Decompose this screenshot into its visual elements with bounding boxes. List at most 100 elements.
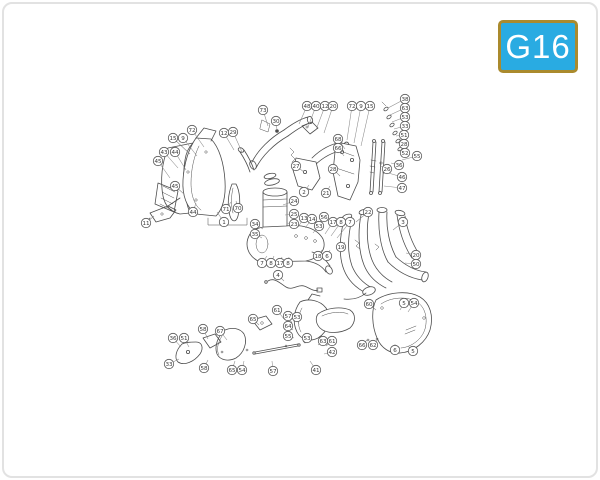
callout-20: 20 xyxy=(327,100,339,112)
svg-text:23: 23 xyxy=(290,222,298,228)
callout-56: 56 xyxy=(318,211,330,223)
svg-text:45: 45 xyxy=(171,184,179,190)
svg-text:64: 64 xyxy=(284,324,292,330)
callout-8: 8 xyxy=(265,257,277,269)
svg-text:53: 53 xyxy=(303,336,311,342)
callout-72: 72 xyxy=(186,124,198,136)
svg-text:51: 51 xyxy=(400,133,408,139)
callout-33: 33 xyxy=(399,120,411,132)
lower-left-brackets xyxy=(175,315,307,364)
lower-heat-shields xyxy=(293,293,355,341)
belly-pan xyxy=(366,292,432,354)
callout-9: 9 xyxy=(177,132,189,144)
callout-60: 60 xyxy=(363,298,375,310)
svg-text:5: 5 xyxy=(411,349,415,355)
svg-text:40: 40 xyxy=(312,104,320,110)
svg-text:30: 30 xyxy=(272,119,280,125)
svg-text:70: 70 xyxy=(234,206,242,212)
callout-30: 30 xyxy=(270,115,282,127)
callout-35: 35 xyxy=(249,228,261,240)
svg-text:41: 41 xyxy=(312,368,320,374)
callout-58: 58 xyxy=(198,362,210,374)
callout-34: 34 xyxy=(249,218,261,230)
svg-text:28: 28 xyxy=(329,167,337,173)
callout-41: 41 xyxy=(310,364,322,376)
control-cable xyxy=(264,279,323,293)
svg-text:44: 44 xyxy=(171,150,179,156)
callout-leader-line xyxy=(360,105,371,147)
svg-text:55: 55 xyxy=(413,154,421,160)
svg-text:8: 8 xyxy=(286,261,290,267)
svg-text:24: 24 xyxy=(290,199,298,205)
svg-text:51: 51 xyxy=(180,336,188,342)
callout-47: 47 xyxy=(396,182,408,194)
svg-text:58: 58 xyxy=(200,366,208,372)
callout-15: 15 xyxy=(364,100,376,112)
callout-52: 52 xyxy=(399,147,411,159)
svg-text:26: 26 xyxy=(383,167,391,173)
callout-21: 21 xyxy=(320,187,332,199)
svg-text:27: 27 xyxy=(292,164,300,170)
svg-text:63: 63 xyxy=(319,339,327,345)
svg-text:8: 8 xyxy=(269,261,273,267)
callout-50: 50 xyxy=(410,258,422,270)
callout-22: 22 xyxy=(362,206,374,218)
svg-text:2: 2 xyxy=(302,190,306,196)
svg-text:66: 66 xyxy=(334,146,342,152)
svg-text:63: 63 xyxy=(401,106,409,112)
header-pipes xyxy=(339,207,429,300)
svg-text:72: 72 xyxy=(348,104,355,110)
svg-text:7: 7 xyxy=(260,261,264,267)
callout-61: 61 xyxy=(271,304,283,316)
svg-text:14: 14 xyxy=(308,217,316,223)
svg-text:11: 11 xyxy=(142,221,150,227)
svg-text:8: 8 xyxy=(339,220,343,226)
callout-43: 43 xyxy=(158,146,170,158)
callout-6: 6 xyxy=(321,250,333,262)
callout-55: 55 xyxy=(411,150,423,162)
svg-text:58: 58 xyxy=(199,327,207,333)
callout-18: 18 xyxy=(312,250,324,262)
svg-text:71: 71 xyxy=(222,207,230,213)
callout-61: 61 xyxy=(326,335,338,347)
callout-57: 57 xyxy=(267,365,279,377)
svg-text:62: 62 xyxy=(369,343,376,349)
svg-text:42: 42 xyxy=(328,350,335,356)
callout-70: 70 xyxy=(232,202,244,214)
svg-text:4: 4 xyxy=(276,273,280,279)
callout-8: 8 xyxy=(282,257,294,269)
left-heat-shield xyxy=(154,127,226,217)
callout-33: 33 xyxy=(163,358,175,370)
svg-text:15: 15 xyxy=(169,136,177,142)
svg-text:21: 21 xyxy=(322,191,330,197)
callout-8: 8 xyxy=(335,216,347,228)
callout-19: 19 xyxy=(335,241,347,253)
svg-text:17: 17 xyxy=(276,261,284,267)
callout-65: 65 xyxy=(247,313,259,325)
section-badge-label: G16 xyxy=(505,28,571,65)
svg-text:28: 28 xyxy=(400,142,408,148)
svg-text:61: 61 xyxy=(273,308,281,314)
callout-leader-line xyxy=(346,105,353,141)
svg-text:25: 25 xyxy=(290,212,298,218)
callout-54: 54 xyxy=(236,364,248,376)
callout-54: 54 xyxy=(408,297,420,309)
svg-text:3: 3 xyxy=(401,220,405,226)
callout-53: 53 xyxy=(399,111,411,123)
svg-text:54: 54 xyxy=(238,368,246,374)
svg-text:33: 33 xyxy=(165,362,173,368)
svg-text:13: 13 xyxy=(300,216,308,222)
svg-text:36: 36 xyxy=(169,336,177,342)
svg-text:29: 29 xyxy=(229,130,237,136)
svg-text:15: 15 xyxy=(366,104,374,110)
svg-text:43: 43 xyxy=(160,150,168,156)
callout-leader-line xyxy=(353,105,362,144)
svg-text:57: 57 xyxy=(269,369,277,375)
callout-2: 2 xyxy=(298,186,310,198)
callout-45: 45 xyxy=(169,180,181,192)
callout-53: 53 xyxy=(291,311,303,323)
callout-7: 7 xyxy=(344,216,356,228)
